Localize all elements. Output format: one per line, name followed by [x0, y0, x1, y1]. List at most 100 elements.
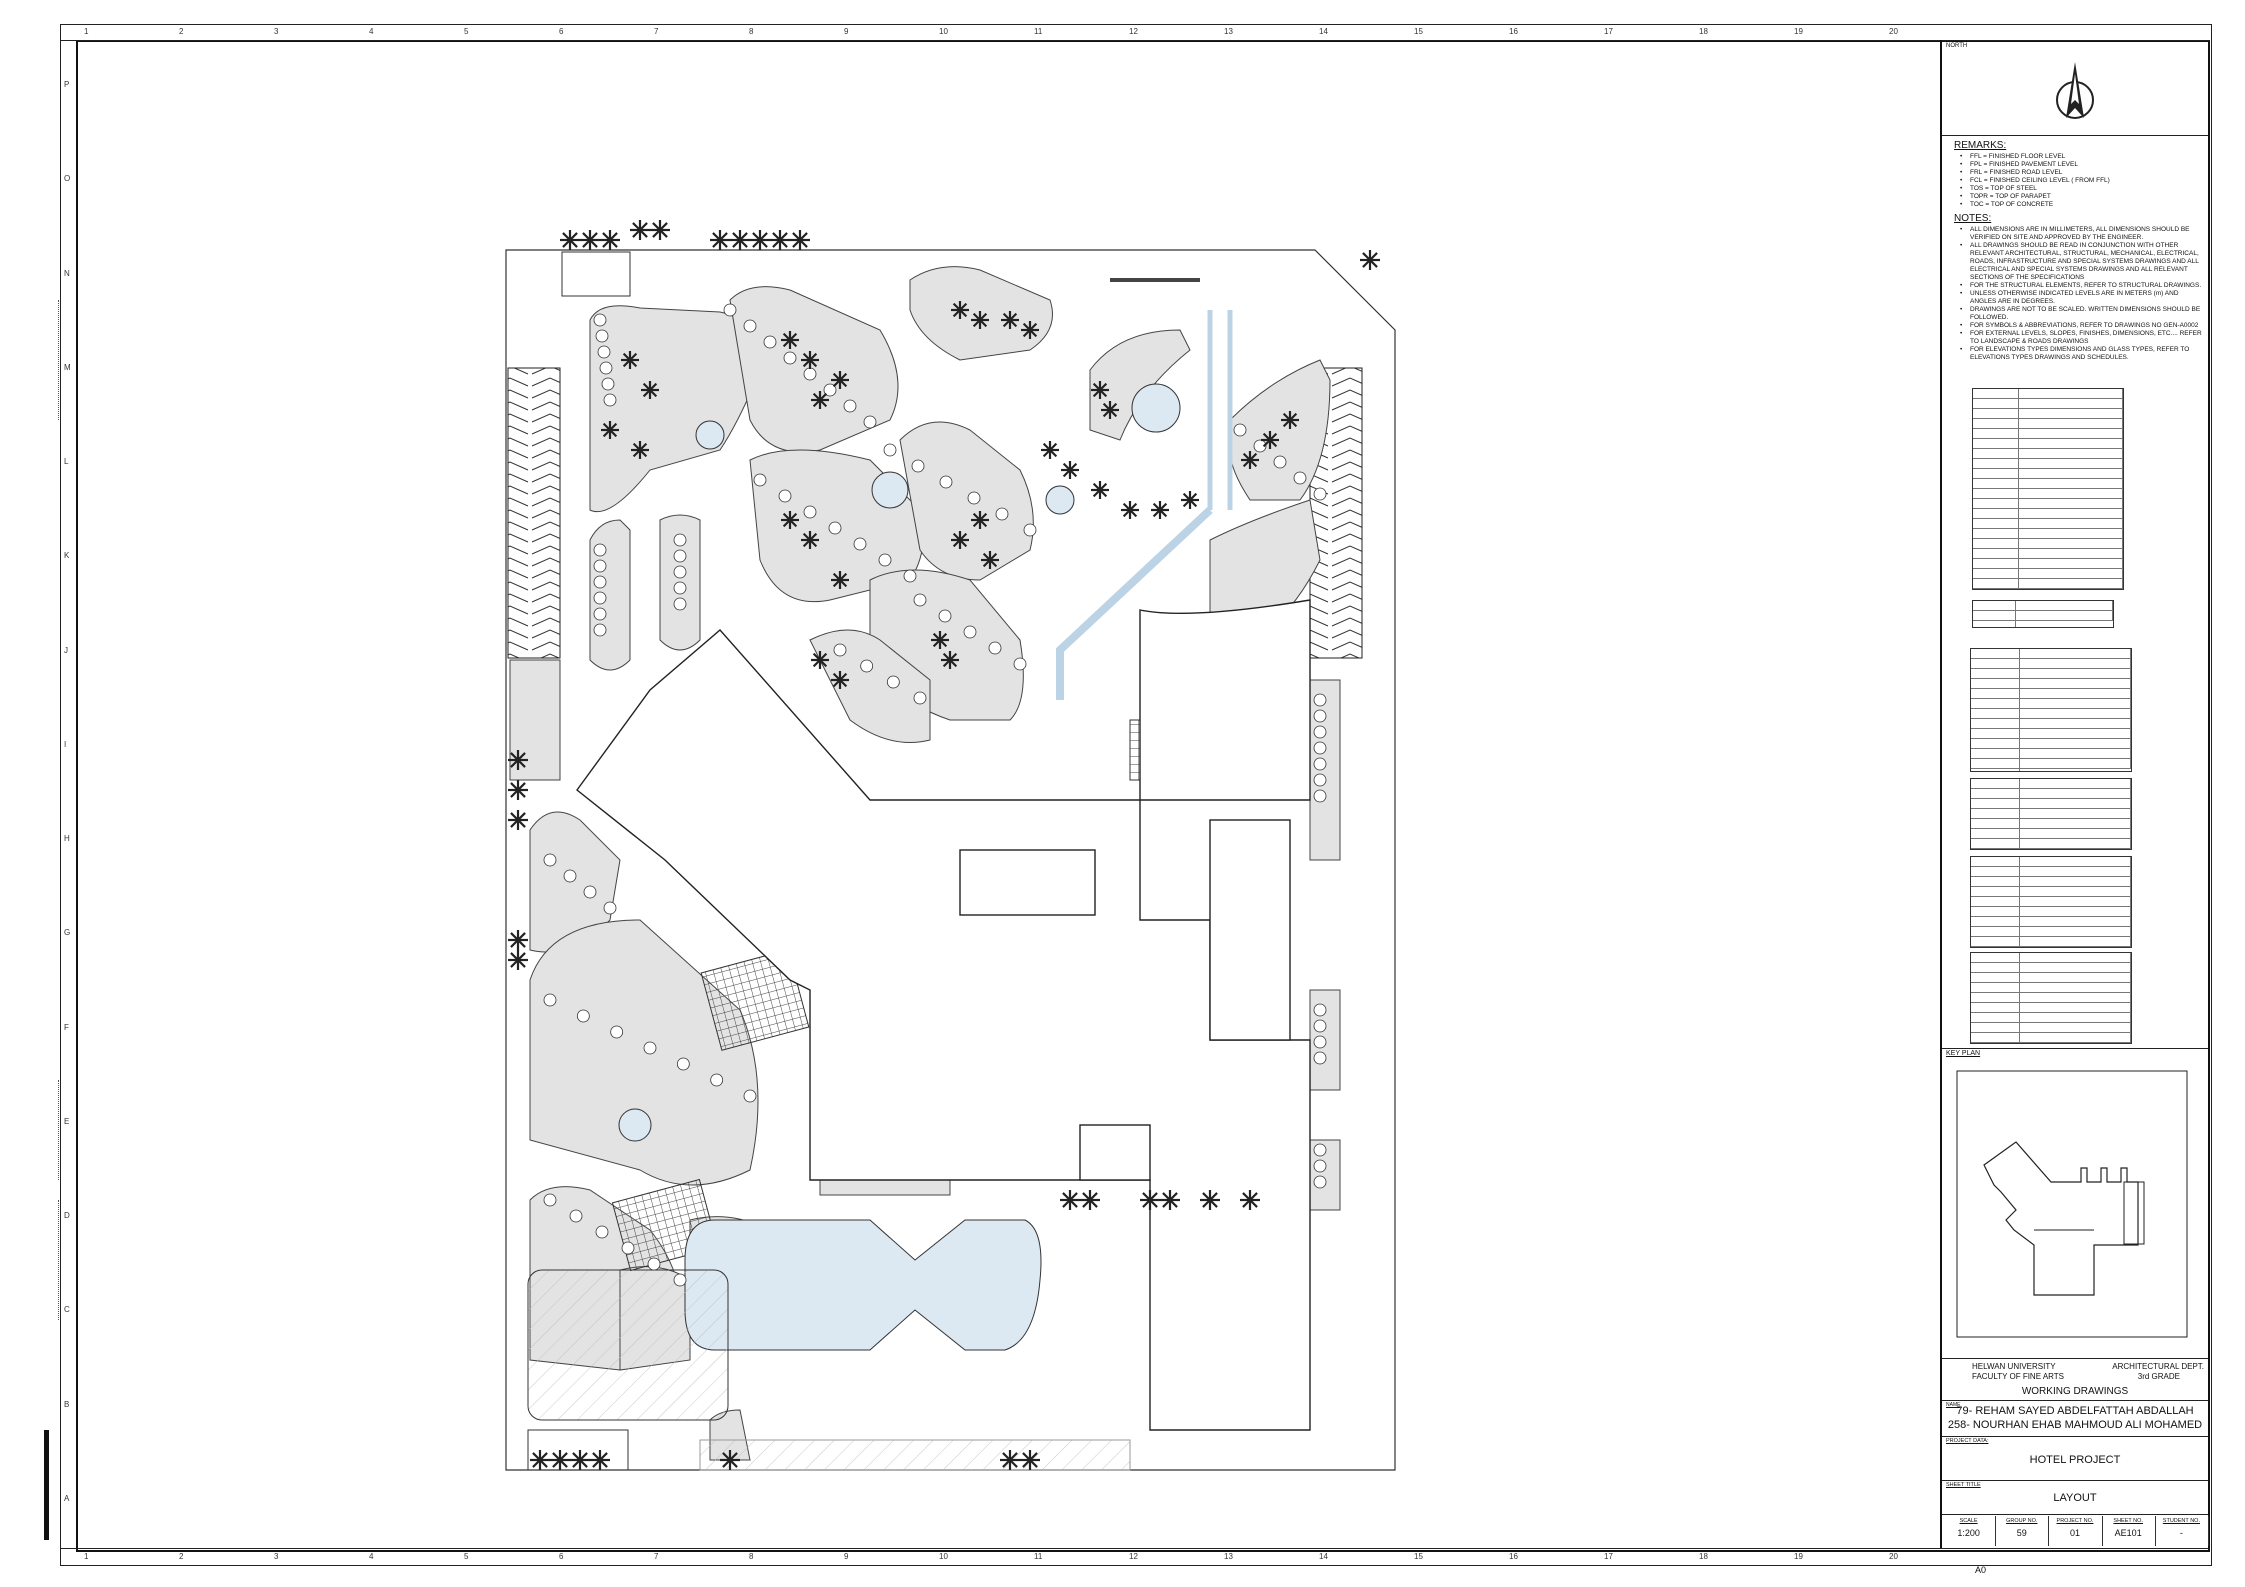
schedule-row	[1971, 669, 2131, 679]
schedule-row	[1973, 459, 2123, 469]
palm-tree-symbol	[951, 301, 969, 319]
schedule-row	[1973, 489, 2123, 499]
palm-tree-symbol	[1020, 1450, 1040, 1470]
tree-symbol	[723, 303, 737, 317]
schedule-row	[1971, 819, 2131, 829]
schedule-row	[1973, 449, 2123, 459]
schedule-row	[1971, 649, 2131, 659]
tree-symbol	[778, 489, 792, 503]
palm-tree-symbol	[981, 551, 999, 569]
margin-note-3	[58, 1200, 61, 1320]
grid-label: F	[64, 1022, 69, 1032]
sheet-field: SHEET NO.AE101	[2102, 1516, 2156, 1546]
finish-schedule-table-2	[1970, 778, 2132, 850]
tree-symbol	[543, 993, 557, 1007]
grid-label: 9	[844, 1552, 849, 1561]
schedule-row	[1971, 659, 2131, 669]
tree-symbol	[603, 901, 617, 915]
palm-tree-symbol	[831, 571, 849, 589]
schedule-row	[1971, 709, 2131, 719]
tree-symbol	[1313, 1035, 1327, 1049]
palm-tree-symbol	[550, 1450, 570, 1470]
schedule-row	[1971, 789, 2131, 799]
palm-tree-symbol	[1091, 381, 1109, 399]
palm-tree-symbol	[508, 950, 528, 970]
tree-symbol	[676, 1057, 690, 1071]
schedule-row	[1971, 689, 2131, 699]
schedule-row	[1971, 809, 2131, 819]
paving-strip	[699, 1439, 1131, 1471]
student-1: 79- REHAM SAYED ABDELFATTAH ABDALLAH	[1956, 1405, 2194, 1417]
palm-tree-symbol	[1060, 1190, 1080, 1210]
tree-symbol	[1313, 1019, 1327, 1033]
margin-note-1	[58, 300, 61, 420]
grid-label: 3	[274, 27, 279, 36]
palm-tree-symbol	[971, 311, 989, 329]
palm-tree-symbol	[1240, 1190, 1260, 1210]
grid-label: 20	[1889, 1552, 1898, 1561]
schedule-row	[1971, 1003, 2131, 1013]
department: ARCHITECTURAL DEPT.	[2112, 1362, 2204, 1371]
key-plan-label: KEY PLAN	[1946, 1050, 1981, 1057]
palm-tree-symbol	[641, 381, 659, 399]
notes-item: FOR THE STRUCTURAL ELEMENTS, REFER TO ST…	[1960, 282, 2202, 290]
title-block: NORTH REMARKS: FFL = FINISHED FLOOR LEVE…	[1940, 40, 2209, 1548]
schedule-row	[1973, 601, 2113, 611]
tree-symbol	[863, 415, 877, 429]
tree-symbol	[803, 367, 817, 381]
schedule-row	[1971, 749, 2131, 759]
grid-label: 5	[464, 27, 469, 36]
palm-tree-symbol	[1181, 491, 1199, 509]
grid-label: N	[64, 268, 70, 278]
grid-label: 19	[1794, 1552, 1803, 1561]
sheet-field-label: SCALE	[1959, 1518, 1978, 1524]
tree-symbol	[938, 609, 952, 623]
trees	[508, 220, 1380, 1470]
schedule-row	[1973, 409, 2123, 419]
tree-symbol	[913, 691, 927, 705]
schedule-row	[1973, 389, 2123, 399]
grid-label: 19	[1794, 27, 1803, 36]
notes-list: ALL DIMENSIONS ARE IN MILLIMETERS, ALL D…	[1960, 226, 2202, 362]
grid-label: O	[64, 174, 71, 184]
remarks-item: TOC = TOP OF CONCRETE	[1960, 201, 2202, 209]
grid-label: 4	[369, 1552, 374, 1561]
schedule-row	[1973, 499, 2123, 509]
grid-label: 13	[1224, 27, 1233, 36]
north-arrow-icon	[2056, 62, 2094, 119]
grid-label: K	[64, 551, 70, 561]
tree-symbol	[673, 549, 687, 563]
window-schedule-table	[1972, 600, 2114, 628]
tree-symbol	[673, 565, 687, 579]
schedule-row	[1971, 993, 2131, 1003]
scale-bar	[44, 1430, 49, 1540]
deck-north	[700, 949, 810, 1051]
tree-symbol	[1313, 1003, 1327, 1017]
tree-symbol	[995, 507, 1009, 521]
grid-label: 1	[84, 1552, 89, 1561]
grid-label: 11	[1034, 1552, 1043, 1561]
schedule-row	[1971, 953, 2131, 963]
schedule-row	[1971, 1013, 2131, 1023]
tree-symbol	[833, 643, 847, 657]
palm-tree-symbol	[790, 230, 810, 250]
tree-symbol	[543, 1193, 557, 1207]
schedule-row	[1973, 569, 2123, 579]
university: HELWAN UNIVERSITY	[1972, 1362, 2056, 1371]
sheet-field: STUDENT NO.-	[2155, 1516, 2209, 1546]
schedule-row	[1971, 679, 2131, 689]
schedule-row	[1971, 719, 2131, 729]
palm-tree-symbol	[1001, 311, 1019, 329]
schedule-row	[1973, 611, 2113, 621]
schedule-row	[1973, 579, 2123, 589]
tree-symbol	[593, 591, 607, 605]
divider	[1942, 1436, 2208, 1437]
schedule-row	[1971, 887, 2131, 897]
tree-symbol	[597, 345, 611, 359]
tree-symbol	[647, 1257, 661, 1271]
tree-symbol	[603, 393, 617, 407]
schedule-col-line	[2019, 649, 2020, 771]
palm-tree-symbol	[1241, 451, 1259, 469]
schedule-row	[1971, 1023, 2131, 1033]
